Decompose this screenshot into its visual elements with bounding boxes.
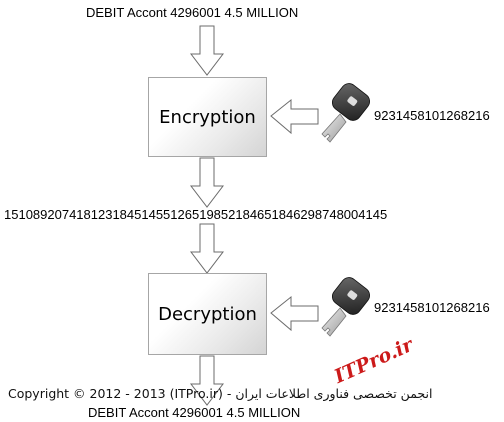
key-icon (321, 277, 371, 337)
decryption-box: Decryption (148, 273, 267, 355)
arrow-left-key-1 (270, 98, 319, 135)
decryption-label: Decryption (158, 303, 257, 325)
plaintext-bottom: DEBIT Accont 4296001 4.5 MILLION (88, 405, 301, 420)
key-icon (321, 83, 371, 143)
arrow-down-4 (189, 355, 225, 406)
arrow-left-key-2 (270, 295, 319, 332)
plaintext-top: DEBIT Accont 4296001 4.5 MILLION (86, 5, 299, 20)
encryption-box: Encryption (148, 77, 267, 157)
arrow-down-1 (189, 25, 225, 76)
encryption-label: Encryption (159, 106, 256, 128)
ciphertext: 1510892074181231845145512651985218465184… (4, 207, 388, 222)
watermark-text: ITPro.ir (331, 333, 417, 388)
copyright-footer: Copyright © 2012 - 2013 (ITPro.ir) - انج… (8, 386, 433, 401)
key-value-2: 9231458101268216 (374, 300, 490, 315)
arrow-down-2 (189, 157, 225, 208)
arrow-down-3 (189, 223, 225, 274)
key-value-1: 9231458101268216 (374, 108, 490, 123)
